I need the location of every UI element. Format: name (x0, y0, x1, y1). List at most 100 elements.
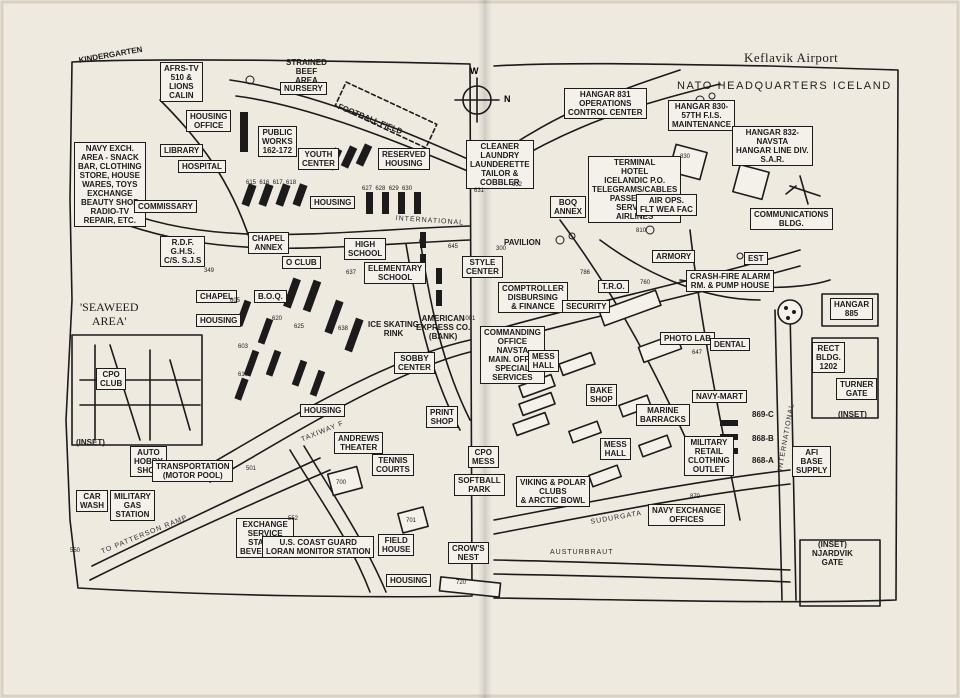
label-afi-base-supply: AFI BASE SUPPLY (792, 446, 832, 477)
label-reserved-housing: RESERVED HOUSING (378, 148, 430, 170)
label-cpo-club: CPO CLUB (96, 368, 127, 390)
label-num-870: 870 (690, 494, 701, 500)
label-navy-exchange-area: NAVY EXCH. AREA - SNACK BAR, CLOTHING ST… (74, 142, 146, 227)
label-num-605: 605 (230, 298, 241, 304)
label-commissary: COMMISSARY (134, 200, 197, 213)
seaweed-inset-box (71, 334, 203, 446)
label-strained-beef-area: STRAINED BEEF AREA (286, 58, 327, 85)
label-num-550: 550 (70, 548, 81, 554)
label-est: EST (744, 252, 768, 265)
label-num-603: 603 (238, 344, 249, 350)
label-air-ops: AIR OPS. FLT WEA FAC (636, 194, 697, 216)
label-field-house: FIELD HOUSE (378, 534, 415, 556)
road (689, 229, 741, 521)
road (89, 469, 331, 581)
label-hangar-885: HANGAR 885 (830, 298, 874, 320)
label-elementary-school: ELEMENTARY SCHOOL (364, 262, 427, 284)
label-housing-south: HOUSING (300, 404, 346, 417)
label-hangar-831: HANGAR 831 OPERATIONS CONTROL CENTER (564, 88, 647, 119)
label-num-552: 552 (288, 516, 299, 522)
road (303, 445, 387, 593)
label-military-retail: MILITARY RETAIL CLOTHING OUTLET (684, 436, 734, 476)
njardvik-inset-box (799, 539, 881, 607)
label-marine-barracks: MARINE BARRACKS (636, 404, 690, 426)
label-security: SECURITY (562, 300, 611, 313)
label-pavilion: PAVILION (504, 238, 541, 247)
label-mess-hall-2: MESS HALL (600, 438, 631, 460)
label-num-300: 300 (496, 246, 507, 252)
label-ice-skating-rink: ICE SKATING RINK (368, 320, 419, 338)
label-bldg-868a: 868-A (752, 456, 774, 465)
label-hangar-832: HANGAR 832- NAVSTA HANGAR LINE DIV. S.A.… (732, 126, 813, 166)
label-num-830: 830 (680, 154, 691, 160)
label-nursery: NURSERY (280, 82, 327, 95)
label-bldg-869c: 869-C (752, 410, 774, 419)
label-inset-turner: (INSET) (838, 410, 867, 419)
label-rect-bldg: RECT BLDG. 1202 (812, 342, 845, 373)
label-transportation: TRANSPORTATION (MOTOR POOL) (152, 460, 234, 482)
label-turner-gate: TURNER GATE (836, 378, 878, 400)
label-softball-park: SOFTBALL PARK (454, 474, 505, 496)
label-crash-fire: CRASH-FIRE ALARM RM. & PUMP HOUSE (686, 270, 775, 292)
label-num-619: 619 (238, 372, 249, 378)
label-housing-north: HOUSING (310, 196, 356, 209)
label-coast-guard: U.S. COAST GUARD LORAN MONITOR STATION (262, 536, 375, 558)
road (493, 559, 791, 571)
label-youth-center: YOUTH CENTER (298, 148, 339, 170)
label-hangar-830: HANGAR 830- 57TH F.I.S. MAINTENANCE (668, 100, 736, 131)
label-bake-shop: BAKE SHOP (586, 384, 617, 406)
label-num-810: 810 (636, 228, 647, 234)
label-inset-seaweed: (INSET) (76, 438, 105, 447)
label-num-647: 647 (692, 350, 703, 356)
label-num-625: 625 (294, 324, 305, 330)
map-outline (65, 59, 473, 598)
label-boq: B.O.Q. (254, 290, 287, 303)
label-print-shop: PRINT SHOP (426, 406, 458, 428)
label-military-gas-station: MILITARY GAS STATION (110, 490, 155, 521)
label-afrs-tv: AFRS-TV 510 & LIONS CALIN (160, 62, 203, 102)
label-car-wash: CAR WASH (76, 490, 108, 512)
label-num-501: 501 (246, 466, 257, 472)
label-num-632: 632 (512, 182, 523, 188)
label-num-645: 645 (448, 244, 459, 250)
label-armory: ARMORY (652, 250, 696, 263)
label-andrews-theater: ANDREWS THEATER (334, 432, 384, 454)
map-subtitle: NATO HEADQUARTERS ICELAND (677, 80, 892, 92)
label-num-760: 760 (640, 280, 651, 286)
label-rdf: R.D.F. G.H.S. C/S. S.J.S (160, 236, 206, 267)
road (91, 457, 321, 567)
label-o-club: O CLUB (282, 256, 321, 269)
label-num-786: 786 (580, 270, 591, 276)
label-style-center: STYLE CENTER (462, 256, 503, 278)
road (289, 449, 371, 593)
label-num-637: 637 (346, 270, 357, 276)
hangar-885-box (821, 293, 879, 327)
label-housing-office: HOUSING OFFICE (186, 110, 232, 132)
label-num-1001: 1001 (462, 316, 476, 322)
label-num-627: 627 628 629 630 (362, 186, 413, 192)
label-viking-polar: VIKING & POLAR CLUBS & ARCTIC BOWL (516, 476, 590, 507)
label-num-615: 615 616 617 618 (246, 180, 297, 186)
road (599, 239, 761, 301)
label-num-349: 349 (204, 268, 215, 274)
label-cleaner-laundry: CLEANER LAUNDRY LAUNDERETTE TAILOR & COB… (466, 140, 534, 189)
label-dental: DENTAL (710, 338, 750, 351)
road (199, 339, 471, 471)
label-library: LIBRARY (160, 144, 204, 157)
label-austurbraut: AUSTURBRAUT (550, 549, 614, 556)
label-american-express: AMERICAN EXPRESS CO. (BANK) (416, 314, 471, 341)
label-tennis-courts: TENNIS COURTS (372, 454, 414, 476)
label-housing-bottom: HOUSING (386, 574, 432, 587)
label-njardvik-gate: (INSET) NJARDVIK GATE (812, 540, 853, 567)
label-cpo-mess: CPO MESS (468, 446, 499, 468)
label-seaweed-area: 'SEAWEED AREA' (80, 300, 139, 328)
label-crow-nest: CROW'S NEST (448, 542, 489, 564)
label-mess-hall: MESS HALL (528, 350, 559, 372)
label-photo-lab: PHOTO LAB (660, 332, 715, 345)
label-chapel: CHAPEL (196, 290, 237, 303)
airplane-icon (785, 175, 821, 205)
road (774, 309, 783, 601)
label-num-720: 720 (456, 580, 467, 586)
road (493, 469, 791, 521)
